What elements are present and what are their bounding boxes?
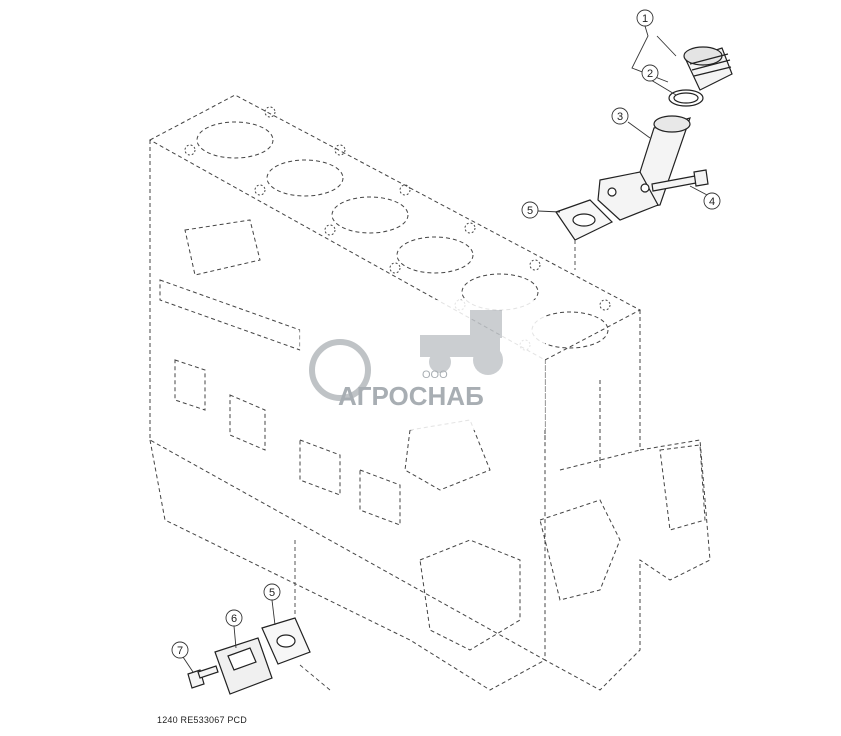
callout-5-upper: 5 [521,201,539,219]
callout-label: 7 [177,645,183,657]
watermark-company: АГРОСНАБ [338,381,484,411]
bolt-part-4 [651,169,709,192]
cover-plate-part [214,637,273,695]
cylinder-bores [196,121,609,349]
callout-label: 6 [231,613,237,625]
bolt-part-7 [187,665,219,689]
callout-6: 6 [225,609,243,627]
filler-cap-part [683,46,733,91]
drawing-code: 1240 RE533067 PCD [157,715,247,725]
tractor-logo-icon [420,310,503,375]
gasket-part-lower [261,617,311,665]
callout-label: 4 [709,196,715,208]
callout-1: 1 [636,9,654,27]
watermark: ООО АГРОСНАБ [300,300,545,430]
callout-label: 5 [269,587,275,599]
seal-ring-part [668,89,704,107]
head-bolt-holes [184,106,611,351]
watermark-prefix: ООО [422,369,448,381]
callout-label: 5 [527,205,533,217]
callout-3: 3 [611,107,629,125]
callout-2: 2 [641,64,659,82]
callout-label: 2 [647,68,653,80]
gear-logo-icon [309,339,371,401]
engine-block [148,94,711,691]
leader-lines-dashed [294,240,576,691]
callout-7: 7 [171,641,189,659]
callout-label: 1 [642,13,648,25]
callout-5-lower: 5 [263,583,281,601]
gasket-part-upper [555,199,614,241]
filler-neck-part [597,115,691,221]
callout-label: 3 [617,111,623,123]
callout-4: 4 [703,192,721,210]
